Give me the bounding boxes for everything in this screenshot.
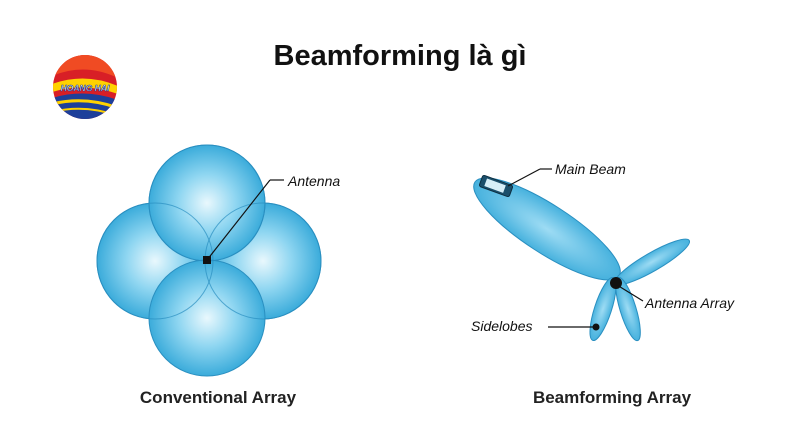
lobe-top: [148, 144, 266, 262]
antenna-leader-line: [206, 179, 271, 261]
main-beam-leader-line: [507, 168, 541, 187]
logo-text: HOANG HAI: [61, 83, 110, 93]
beamforming-array-caption: Beamforming Array: [532, 388, 692, 407]
hoang-hai-logo: HOANG HAI: [53, 55, 117, 119]
main-beam-label: Main Beam: [555, 161, 626, 177]
antenna-label: Antenna: [287, 173, 340, 189]
conventional-array: Antenna: [96, 144, 340, 377]
sidelobe-lower-right: [615, 276, 641, 342]
sidelobes-label: Sidelobes: [471, 318, 533, 334]
antenna-array-label: Antenna Array: [644, 295, 735, 311]
beamforming-array: Main Beam Antenna Array Sidelobes: [471, 161, 735, 342]
sidelobe-marker: [592, 323, 600, 331]
phone-icon: [478, 174, 514, 198]
conventional-array-caption: Conventional Array: [139, 388, 297, 407]
page-title: Beamforming là gì: [273, 40, 527, 72]
antenna-array-leader-line: [616, 284, 644, 302]
